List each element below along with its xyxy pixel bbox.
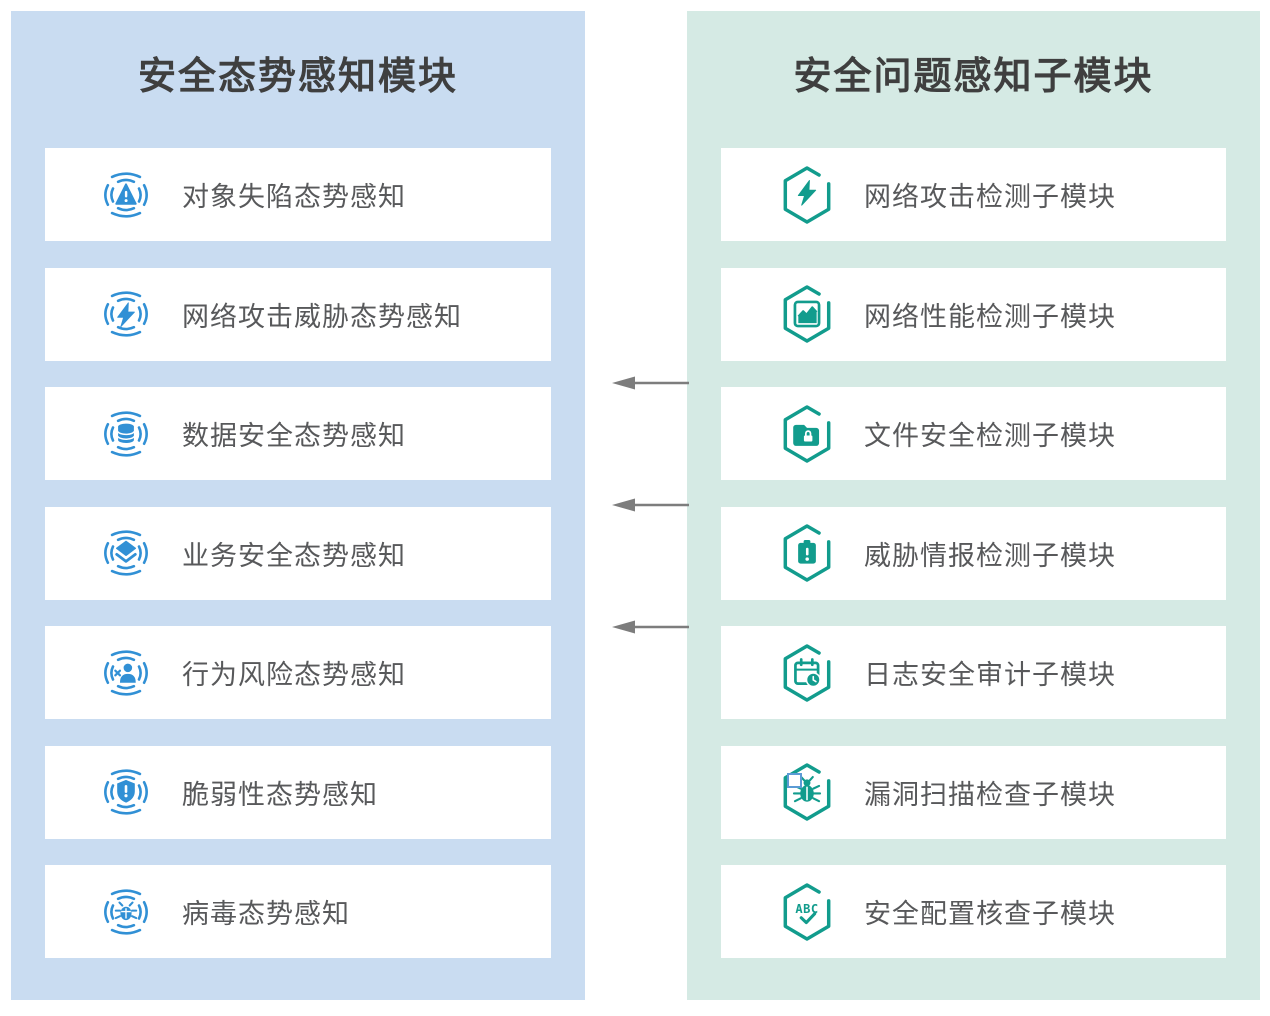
panel-title: 安全问题感知子模块 [793,56,1154,98]
file-security-icon [780,404,834,464]
situation-awareness-panel: 安全态势感知模块 对象失陷态势感知 网络攻击威胁态势感知 数据安全态势感知 [11,11,585,1000]
module-label: 网络攻击威胁态势感知 [182,301,462,332]
module-row-list: 网络攻击检测子模块 网络性能检测子模块 文件安全检测子模块 威胁情报检测子模块 … [721,148,1226,958]
module-label: 网络性能检测子模块 [864,301,1116,332]
selection-handle-artifact [787,773,802,788]
module-label: 病毒态势感知 [182,899,350,929]
module-row: 威胁情报检测子模块 [721,506,1226,600]
module-row: 网络性能检测子模块 [721,267,1226,361]
business-security-icon [100,527,152,579]
module-row-list: 对象失陷态势感知 网络攻击威胁态势感知 数据安全态势感知 业务安全态势感知 [45,148,551,958]
module-row: 漏洞扫描检查子模块 [721,745,1226,839]
panel-title: 安全态势感知模块 [137,56,458,98]
compromise-awareness-icon [100,169,152,221]
vulnerability-icon [100,766,152,818]
module-row: 行为风险态势感知 [45,626,551,719]
module-label: 威胁情报检测子模块 [864,540,1116,571]
config-check-icon: ABC [780,882,834,942]
module-row: 对象失陷态势感知 [45,148,551,241]
module-label: 行为风险态势感知 [182,660,406,690]
module-row: 业务安全态势感知 [45,506,551,600]
module-label: 漏洞扫描检查子模块 [864,779,1116,810]
module-row: 网络攻击威胁态势感知 [45,267,551,361]
module-row: 日志安全审计子模块 [721,626,1226,719]
module-row: ABC 安全配置核查子模块 [721,865,1226,958]
module-label: 文件安全检测子模块 [864,421,1116,451]
network-attack-detect-icon [780,165,834,225]
network-attack-threat-icon [100,288,152,340]
flow-arrow [610,619,690,635]
module-row: 病毒态势感知 [45,865,551,958]
module-label: 对象失陷态势感知 [182,182,406,212]
module-label: 日志安全审计子模块 [864,660,1116,690]
problem-perception-panel: 安全问题感知子模块 网络攻击检测子模块 网络性能检测子模块 文件安全检测子模块 … [687,11,1260,1000]
svg-text:ABC: ABC [795,901,818,915]
module-label: 安全配置核查子模块 [864,899,1116,929]
module-label: 数据安全态势感知 [182,421,406,451]
vuln-scan-icon [780,762,834,822]
module-row: 脆弱性态势感知 [45,745,551,839]
module-row: 数据安全态势感知 [45,387,551,480]
module-label: 网络攻击检测子模块 [864,182,1116,212]
module-label: 业务安全态势感知 [182,540,406,571]
network-performance-icon [780,284,834,344]
flow-arrow [610,375,690,391]
behavior-risk-icon [100,647,152,699]
data-security-icon [100,408,152,460]
module-row: 文件安全检测子模块 [721,387,1226,480]
threat-intel-icon [780,523,834,583]
virus-icon [100,886,152,938]
module-label: 脆弱性态势感知 [182,779,378,810]
log-audit-icon [780,643,834,703]
flow-arrow [610,497,690,513]
module-row: 网络攻击检测子模块 [721,148,1226,241]
